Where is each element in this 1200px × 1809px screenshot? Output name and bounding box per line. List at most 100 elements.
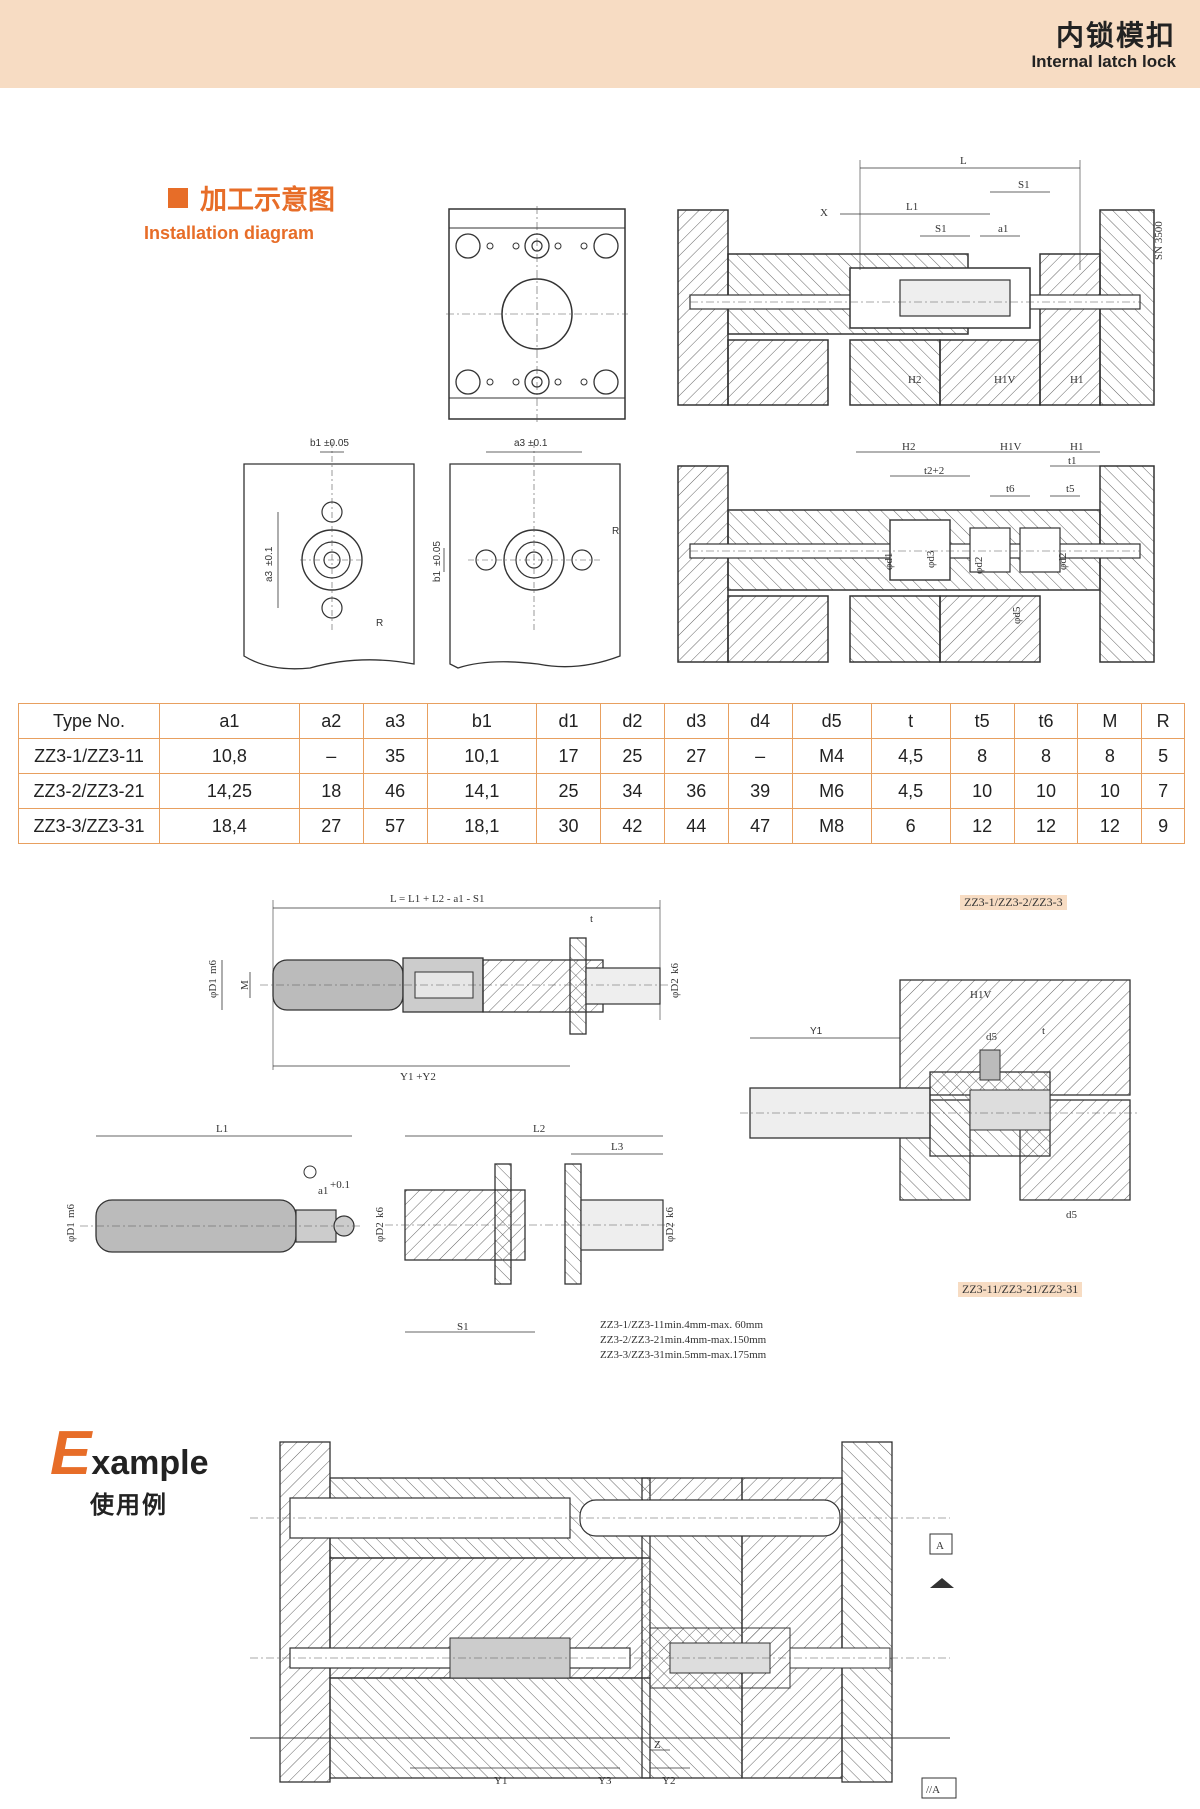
table-row: ZZ3-3/ZZ3-31 18,4 27 57 18,1 30 42 44 47… [18,808,1185,844]
dim-Y1-installed: Y1 [810,1026,823,1037]
table-cell: 9 [1141,808,1185,844]
table-cell: 18,4 [159,808,300,844]
table-cell: – [298,738,364,774]
col-header: M [1077,703,1143,739]
dim-b1: b1 [310,438,322,449]
model-tag-bottom: ZZ3-11/ZZ3-21/ZZ3-31 [958,1282,1083,1297]
dim-L1: L1 [906,201,918,213]
dim-S1: S1 [935,223,947,235]
table-cell: 36 [663,773,729,809]
dim-Z-example: Z [654,1739,661,1751]
dim-d1: φd1 [883,553,895,570]
dim-d5: φd5 [1011,606,1023,624]
dim-L3: L3 [611,1141,624,1153]
table-cell: 10,1 [426,738,538,774]
dim-Y2-example: Y2 [662,1775,675,1787]
dim-d2-b: φd2 [1057,553,1069,570]
table-cell: – [727,738,793,774]
dim-a3-tol: ±0.1 [264,546,275,566]
table-cell: 35 [362,738,428,774]
dim-b1-side-tol: ±0.05 [432,541,443,566]
dim-D2-female-r-tol: k6 [664,1207,676,1219]
example-drawing: A //A Y1 Y3 Z Y2 [250,1438,1030,1800]
table-cell: 27 [298,808,364,844]
header-title-en: Internal latch lock [1031,52,1176,71]
dim-H1: H1 [1070,441,1083,453]
col-header: a1 [159,703,300,739]
col-header: t5 [949,703,1015,739]
col-header: R [1141,703,1185,739]
table-cell: 10,8 [159,738,300,774]
dim-D1-male-tol: m6 [65,1203,77,1218]
dim-S1-female: S1 [457,1321,469,1333]
label-R-1: R [376,618,383,629]
range-notes: ZZ3-1/ZZ3-11min.4mm-max. 60mm ZZ3-2/ZZ3-… [600,1318,766,1363]
detail-a3-view: a3 ±0.1 b1 ±0.05 R [428,432,632,672]
table-cell: 8 [1077,738,1143,774]
installation-title-en: Installation diagram [144,223,315,243]
range-note: ZZ3-1/ZZ3-11min.4mm-max. 60mm [600,1319,764,1331]
table-cell: 12 [949,808,1015,844]
dim-t2: t2+2 [924,465,944,477]
table-cell: 4,5 [870,773,951,809]
header-band: 内锁模扣 Internal latch lock [0,0,1200,88]
datum-A: A [936,1540,944,1552]
spec-table: Type No. a1 a2 a3 b1 d1 d2 d3 d4 d5 t t5… [18,703,1185,844]
table-header-row: Type No. a1 a2 a3 b1 d1 d2 d3 d4 d5 t t5… [18,703,1185,739]
table-cell: 30 [536,808,601,844]
dim-t: t [590,913,593,925]
dim-length-formula: L = L1 + L2 - a1 - S1 [390,893,484,905]
range-note: ZZ3-2/ZZ3-21min.4mm-max.150mm [600,1334,767,1346]
table-row: ZZ3-2/ZZ3-21 14,25 18 46 14,1 25 34 36 3… [18,773,1185,809]
label-H2: H2 [908,374,921,386]
dim-L1-male: L1 [216,1123,228,1135]
dim-L: L [960,155,967,167]
table-cell: ZZ3-3/ZZ3-31 [18,808,160,844]
table-cell: 18 [298,773,364,809]
table-cell: 12 [1013,808,1079,844]
table-cell: 4,5 [870,738,951,774]
dim-a3-top-tol: ±0.1 [528,438,548,449]
table-cell: 27 [663,738,729,774]
table-cell: 10 [1077,773,1143,809]
table-cell: 18,1 [426,808,538,844]
dim-a1-male: a1 [318,1185,328,1197]
table-cell: 25 [600,738,665,774]
dim-H1V: H1V [1000,441,1021,453]
dim-L2: L2 [533,1123,545,1135]
dim-D2: φD2 [669,978,681,998]
dim-a1: a1 [998,223,1008,235]
dim-D2-female-tol: k6 [375,1207,386,1219]
table-cell: 39 [727,773,793,809]
table-cell: 8 [1013,738,1079,774]
table-cell: 14,1 [426,773,538,809]
col-header: a2 [298,703,364,739]
dim-b1-side: b1 [432,570,443,582]
section-view-bores: H2 H1V H1 t2+2 t6 t1 t5 φd1 φd3 φd2 φd2 … [670,440,1170,670]
range-note: ZZ3-3/ZZ3-31min.5mm-max.175mm [600,1349,767,1361]
installation-section-title: 加工示意图 Installation diagram [144,178,335,244]
dim-H2: H2 [902,441,915,453]
installation-title-cn: 加工示意图 [200,185,335,216]
parallel-A: //A [926,1784,940,1796]
col-header: Type No. [18,703,160,739]
col-header: b1 [426,703,538,739]
dim-X: X [820,207,828,219]
table-cell: 46 [362,773,428,809]
label-H1V: H1V [994,374,1015,386]
dim-D2-female: φD2 [375,1222,386,1242]
plate-front-view [446,206,628,422]
table-cell: ZZ3-1/ZZ3-11 [18,738,160,774]
col-header: t6 [1013,703,1079,739]
label-H1V-installed: H1V [970,989,991,1001]
col-header: t [870,703,951,739]
dim-S1-top: S1 [1018,179,1030,191]
col-header: d4 [727,703,793,739]
col-header: d3 [663,703,729,739]
dim-a3: a3 [264,570,275,582]
dim-Y1-Y2: Y1 +Y2 [400,1071,436,1083]
table-cell: 47 [727,808,793,844]
section-view-top: L S1 X L1 S1 a1 SN 3500 H2 H1V H1 [670,150,1170,415]
table-cell: ZZ3-2/ZZ3-21 [18,773,160,809]
female-part-L2: L2 L3 S1 φD2 k6 φD2 k6 [375,1120,685,1350]
